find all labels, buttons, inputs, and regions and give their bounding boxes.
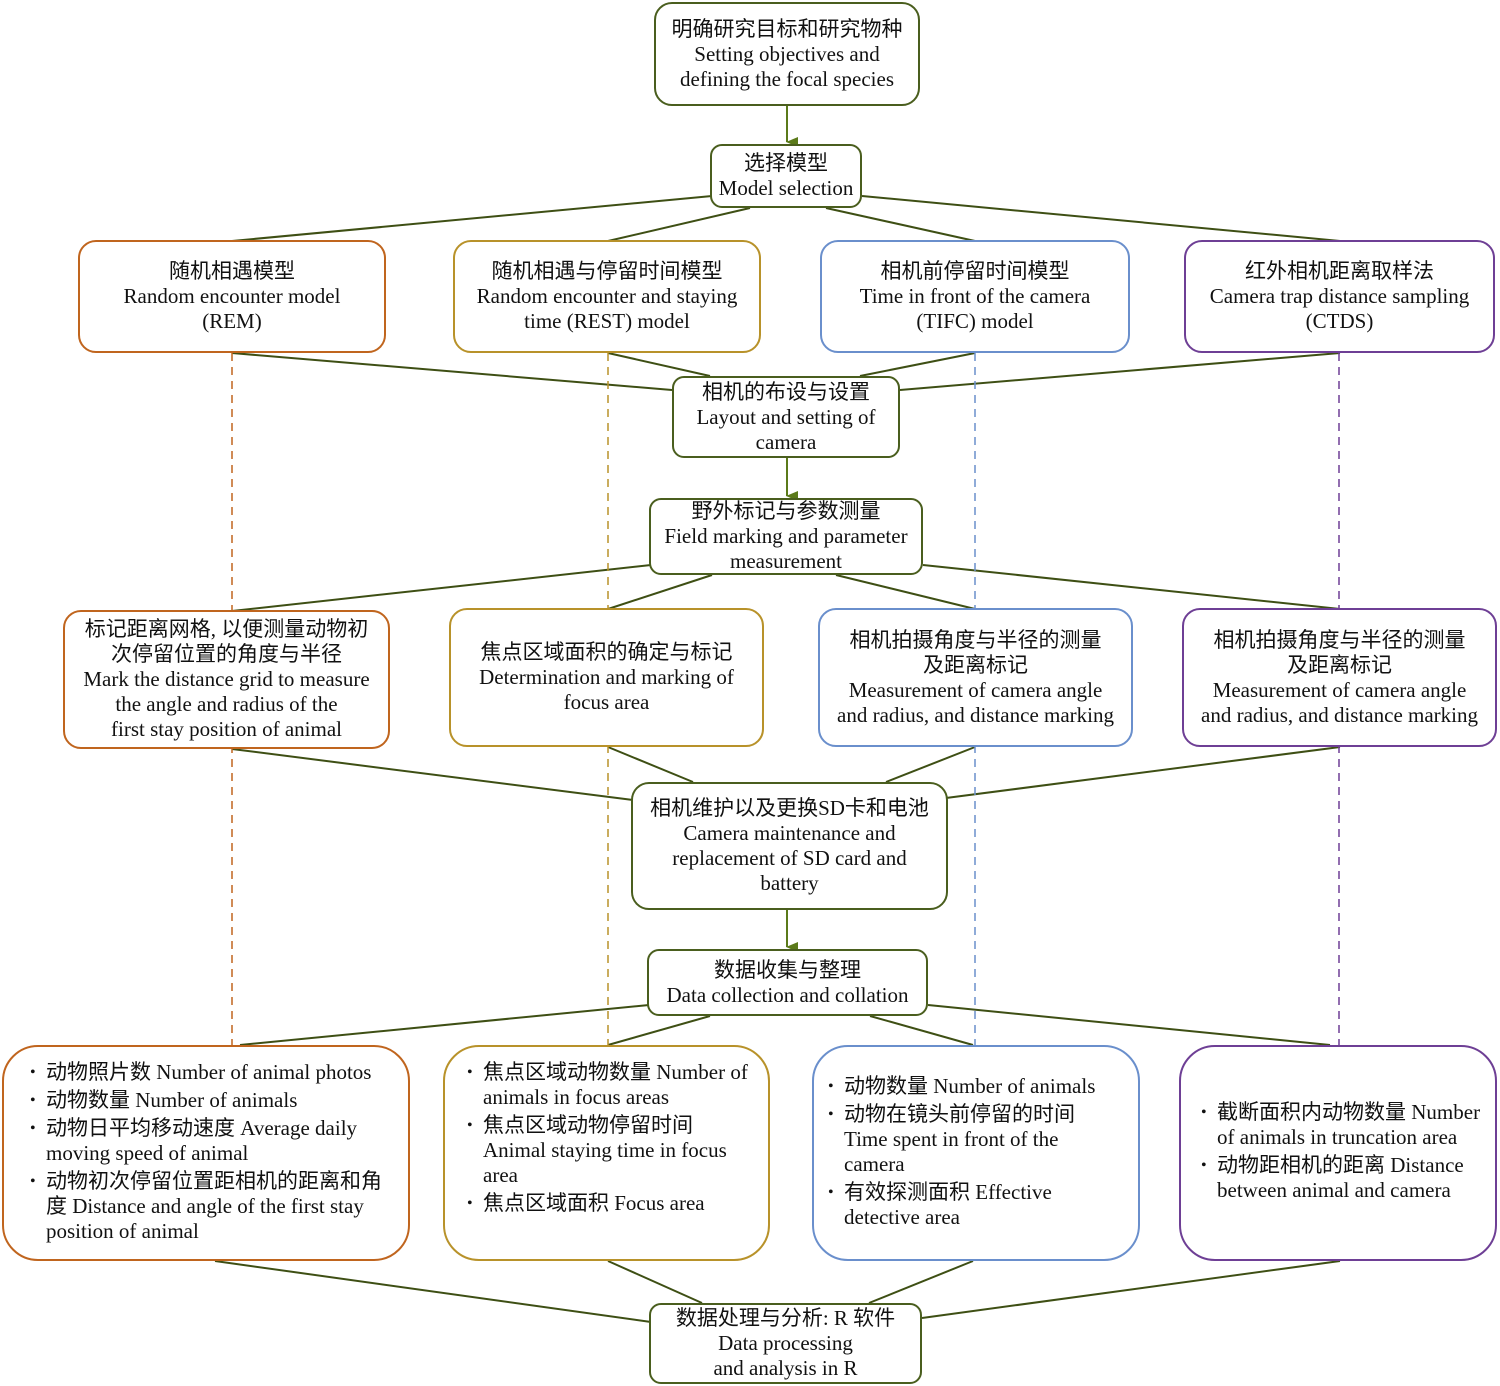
analysis-en: Data processing and analysis in R <box>713 1331 858 1380</box>
maintenance-box: 相机维护以及更换SD卡和电池 Camera maintenance and re… <box>631 782 948 910</box>
connector-line <box>885 746 976 783</box>
field-marking-en: Field marking and parameter measurement <box>664 524 908 573</box>
field-task-box-ctds: 相机拍摄角度与半径的测量 及距离标记 Measurement of camera… <box>1182 608 1497 747</box>
model-rest-en: Random encounter and staying time (REST)… <box>476 284 738 333</box>
field-marking-box: 野外标记与参数测量 Field marking and parameter me… <box>649 498 923 575</box>
field-task-rem-en: Mark the distance grid to measure the an… <box>83 667 370 741</box>
connector-line <box>239 1004 650 1046</box>
data-item: 焦点区域动物数量 Number of animals in focus area… <box>467 1060 750 1110</box>
model-box-rem: 随机相遇模型 Random encounter model (REM) <box>78 240 386 353</box>
model-tifc-zh: 相机前停留时间模型 <box>880 259 1070 283</box>
field-task-rem-zh: 标记距离网格, 以便测量动物初 次停留位置的角度与半径 <box>84 617 369 666</box>
model-box-tifc: 相机前停留时间模型 Time in front of the camera (T… <box>820 240 1130 353</box>
layout-en: Layout and setting of camera <box>696 404 876 454</box>
connector-line <box>231 748 634 801</box>
field-marking-zh: 野外标记与参数测量 <box>691 499 881 523</box>
data-item: 动物数量 Number of animals <box>30 1088 396 1113</box>
connector-line <box>861 195 1341 242</box>
maintenance-zh: 相机维护以及更换SD卡和电池 <box>650 796 929 820</box>
model-rest-zh: 随机相遇与停留时间模型 <box>491 259 723 283</box>
model-tifc-en: Time in front of the camera (TIFC) model <box>859 284 1091 333</box>
data-list-ctds: 截断面积内动物数量 Number of animals in truncatio… <box>1201 1100 1481 1206</box>
data-item: 动物初次停留位置距相机的距离和角度 Distance and angle of … <box>30 1169 396 1244</box>
model-box-ctds: 红外相机距离取样法 Camera trap distance sampling … <box>1184 240 1495 353</box>
connector-line <box>607 352 711 377</box>
connector-line <box>607 1260 703 1304</box>
data-list-tifc: 动物数量 Number of animals 动物在镜头前停留的时间 Time … <box>828 1074 1120 1233</box>
connector-line <box>869 1015 974 1046</box>
connector-line <box>922 564 1341 610</box>
connector-line <box>835 574 976 610</box>
data-list-box-ctds: 截断面积内动物数量 Number of animals in truncatio… <box>1179 1045 1497 1261</box>
data-item: 动物在镜头前停留的时间 Time spent in front of the c… <box>828 1102 1120 1177</box>
objectives-en: Setting objectives and defining the foca… <box>680 41 894 91</box>
connector-line <box>607 1015 711 1046</box>
field-task-box-rem: 标记距离网格, 以便测量动物初 次停留位置的角度与半径 Mark the dis… <box>63 610 390 749</box>
connector-line <box>607 574 713 610</box>
field-task-ctds-zh: 相机拍摄角度与半径的测量 及距离标记 <box>1213 627 1466 677</box>
model-ctds-zh: 红外相机距离取样法 <box>1245 259 1434 283</box>
connector-line <box>607 746 694 783</box>
model-box-rest: 随机相遇与停留时间模型 Random encounter and staying… <box>453 240 761 353</box>
maintenance-en: Camera maintenance and replacement of SD… <box>672 821 907 895</box>
field-task-box-tifc: 相机拍摄角度与半径的测量 及距离标记 Measurement of camera… <box>818 608 1133 747</box>
connector-line <box>231 564 652 612</box>
data-collection-en: Data collection and collation <box>666 982 909 1007</box>
model-rem-zh: 随机相遇模型 <box>169 259 295 283</box>
field-task-box-rest: 焦点区域面积的确定与标记 Determination and marking o… <box>449 608 764 747</box>
data-list-box-rem: 动物照片数 Number of animal photos 动物数量 Numbe… <box>2 1045 410 1261</box>
connector-line <box>927 1004 1331 1046</box>
field-task-rest-zh: 焦点区域面积的确定与标记 <box>480 640 733 664</box>
connector-line <box>214 1260 652 1323</box>
objectives-box: 明确研究目标和研究物种 Setting objectives and defin… <box>654 2 920 106</box>
layout-box: 相机的布设与设置 Layout and setting of camera <box>672 376 900 458</box>
connector-line <box>825 207 976 242</box>
connector-line <box>607 207 751 242</box>
connector-line <box>231 195 713 242</box>
model-selection-box: 选择模型 Model selection <box>710 144 862 208</box>
data-item: 焦点区域面积 Focus area <box>467 1191 750 1216</box>
data-item: 焦点区域动物停留时间 Animal staying time in focus … <box>467 1113 750 1188</box>
connector-line <box>945 746 1341 799</box>
data-item: 有效探测面积 Effective detective area <box>828 1180 1120 1230</box>
field-task-ctds-en: Measurement of camera angle and radius, … <box>1201 677 1478 727</box>
data-list-box-rest: 焦点区域动物数量 Number of animals in focus area… <box>443 1045 770 1261</box>
analysis-box: 数据处理与分析: R 软件 Data processing and analys… <box>649 1303 922 1384</box>
connector-line <box>859 352 976 377</box>
model-rem-en: Random encounter model (REM) <box>123 284 341 333</box>
model-selection-zh: 选择模型 <box>744 151 828 175</box>
analysis-zh: 数据处理与分析: R 软件 <box>675 1306 896 1330</box>
data-item: 动物距相机的距离 Distance between animal and cam… <box>1201 1153 1481 1203</box>
objectives-zh: 明确研究目标和研究物种 <box>671 16 903 41</box>
data-item: 动物数量 Number of animals <box>828 1074 1120 1099</box>
layout-zh: 相机的布设与设置 <box>702 379 870 404</box>
data-list-rem: 动物照片数 Number of animal photos 动物数量 Numbe… <box>30 1060 396 1247</box>
connector-line <box>921 1260 1341 1319</box>
connector-line <box>231 352 673 391</box>
field-task-rest-en: Determination and marking of focus area <box>479 665 734 714</box>
connector-line <box>868 1260 974 1304</box>
model-ctds-en: Camera trap distance sampling (CTDS) <box>1209 284 1470 333</box>
data-list-box-tifc: 动物数量 Number of animals 动物在镜头前停留的时间 Time … <box>812 1045 1140 1261</box>
connector-line <box>899 352 1341 391</box>
data-item: 截断面积内动物数量 Number of animals in truncatio… <box>1201 1100 1481 1150</box>
data-list-rest: 焦点区域动物数量 Number of animals in focus area… <box>467 1060 750 1219</box>
model-selection-en: Model selection <box>718 176 854 200</box>
data-collection-zh: 数据收集与整理 <box>714 957 861 982</box>
field-task-tifc-en: Measurement of camera angle and radius, … <box>837 677 1114 727</box>
data-item: 动物日平均移动速度 Average daily moving speed of … <box>30 1116 396 1166</box>
data-collection-box: 数据收集与整理 Data collection and collation <box>647 949 928 1016</box>
field-task-tifc-zh: 相机拍摄角度与半径的测量 及距离标记 <box>849 627 1102 677</box>
data-item: 动物照片数 Number of animal photos <box>30 1060 396 1085</box>
